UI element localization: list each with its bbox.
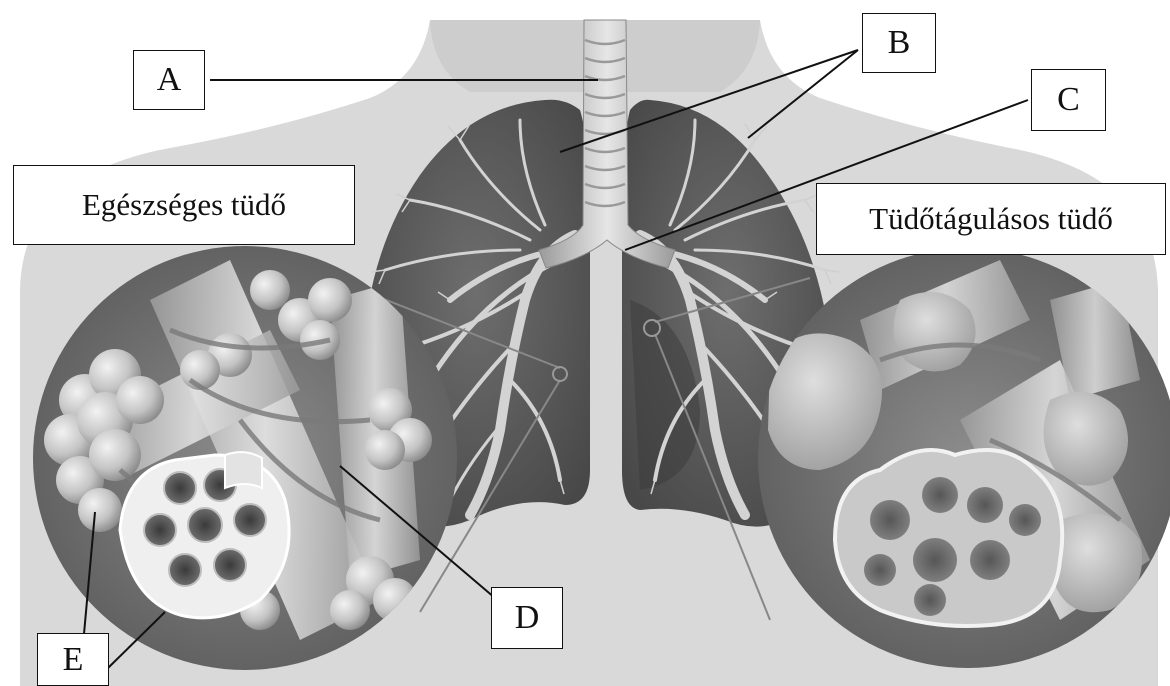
label-d: D [491, 587, 563, 649]
label-a: A [133, 50, 205, 110]
label-b: B [862, 13, 936, 73]
healthy-lung-caption: Egészséges tüdő [13, 165, 355, 245]
healthy-alveoli-magnified [33, 246, 457, 670]
label-c: C [1031, 69, 1106, 131]
emphysema-lung-caption: Tüdőtágulásos tüdő [816, 183, 1166, 255]
emphysema-alveoli-magnified [758, 248, 1170, 668]
label-e: E [37, 633, 109, 686]
